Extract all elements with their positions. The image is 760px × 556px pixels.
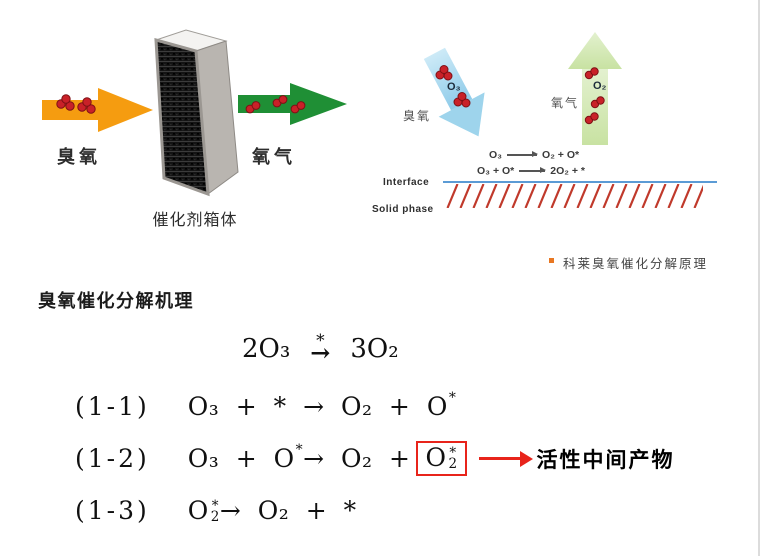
highlight-box: O * 2 bbox=[416, 441, 467, 476]
caption-text: 科莱臭氧催化分解原理 bbox=[563, 256, 709, 271]
boxed-species-supsub: * 2 bbox=[448, 444, 458, 472]
catalyst-star: * bbox=[316, 331, 325, 351]
reaction-arrow-icon bbox=[507, 150, 539, 158]
oxygen-molecule-icon bbox=[590, 96, 605, 109]
interface-label: Interface bbox=[383, 177, 430, 188]
overall-rhs: 3O₂ bbox=[350, 334, 399, 364]
reaction1-rhs: O₂ + O* bbox=[542, 149, 580, 161]
boxed-species-base: O bbox=[425, 443, 447, 472]
page-right-border bbox=[758, 0, 760, 556]
ozone-molecule-icon bbox=[77, 97, 96, 114]
intermediate-product-label: 活性中间产物 bbox=[536, 446, 675, 472]
equation-number: (1-2) bbox=[75, 444, 150, 473]
oxygen-flow-arrow-icon bbox=[238, 83, 347, 125]
mechanism-heading: 臭氧催化分解机理 bbox=[38, 291, 194, 311]
oxygen-molecule-icon bbox=[272, 95, 288, 108]
interface-line bbox=[443, 181, 717, 183]
equation-text: → O₂ + * bbox=[219, 496, 357, 525]
flow-ozone-label: 臭氧 bbox=[57, 147, 101, 167]
solid-phase-label: Solid phase bbox=[372, 204, 434, 215]
equation-1-3: (1-3) O * 2 → O₂ + * bbox=[75, 496, 357, 525]
ozone-molecule-icon bbox=[56, 94, 75, 111]
surface-reaction-1: O₃ O₂ + O* bbox=[489, 149, 579, 161]
oxygen-up-arrow-icon bbox=[568, 32, 622, 145]
oxygen-molecule-icon bbox=[245, 101, 261, 114]
catalyst-arrow: * → bbox=[310, 333, 330, 365]
reaction1-lhs: O₃ bbox=[489, 149, 503, 161]
arrow-glyph: → bbox=[310, 338, 331, 367]
superscript-star: * bbox=[448, 389, 457, 406]
oxygen-molecule-icon bbox=[584, 112, 599, 125]
o2-formula-label: O₂ bbox=[593, 80, 607, 92]
catalyst-box-label: 催化剂箱体 bbox=[152, 212, 238, 229]
flow-oxygen-label: 氧气 bbox=[252, 147, 296, 167]
superscript-star: * bbox=[449, 444, 457, 461]
ozone-molecule-icon bbox=[435, 65, 453, 81]
overall-lhs: 2O₃ bbox=[242, 334, 291, 364]
ozone-molecule-icon bbox=[453, 92, 471, 108]
surface-reaction-2: O₃ + O* 2O₂ + * bbox=[477, 165, 585, 177]
oxygen-molecule-icon bbox=[290, 101, 306, 114]
reaction2-lhs: O₃ + O* bbox=[477, 165, 515, 177]
overall-equation: 2O₃ * → 3O₂ bbox=[242, 333, 399, 365]
subscript-2: 2 bbox=[210, 508, 220, 525]
equation-text: → O₂ + bbox=[303, 444, 411, 473]
o3-formula-label: O₃ bbox=[447, 81, 461, 93]
superscript-star: * bbox=[295, 441, 304, 458]
equation-number: (1-3) bbox=[75, 496, 150, 525]
caption: 科莱臭氧催化分解原理 bbox=[549, 253, 708, 272]
caption-bullet-icon bbox=[549, 258, 554, 263]
reaction-arrow-icon bbox=[519, 166, 547, 174]
surface-ozone-label: 臭氧 bbox=[403, 109, 432, 123]
red-pointer-arrow-icon bbox=[478, 450, 533, 467]
equation-1-1: (1-1) O₃ + * → O₂ + O* bbox=[75, 389, 457, 422]
oxygen-molecule-icon bbox=[584, 67, 599, 80]
superscript-star: * bbox=[211, 497, 219, 514]
equation-number: (1-1) bbox=[75, 392, 150, 421]
equation-text: O bbox=[187, 496, 209, 525]
equation-text: O₃ + O bbox=[187, 444, 295, 473]
equation-text: O₃ + * → O₂ + O bbox=[187, 392, 448, 421]
reaction2-rhs: 2O₂ + * bbox=[550, 165, 585, 177]
ozone-flow-arrow-icon bbox=[42, 88, 153, 132]
catalyst-box-illustration bbox=[154, 29, 239, 197]
solid-phase-hatching bbox=[446, 184, 703, 208]
equation-1-2: (1-2) O₃ + O* → O₂ + O * 2 活性中间产物 bbox=[75, 441, 675, 476]
surface-oxygen-label: 氧气 bbox=[551, 96, 580, 110]
subscript-2: 2 bbox=[448, 455, 458, 472]
species-supsub: * 2 bbox=[210, 497, 220, 525]
